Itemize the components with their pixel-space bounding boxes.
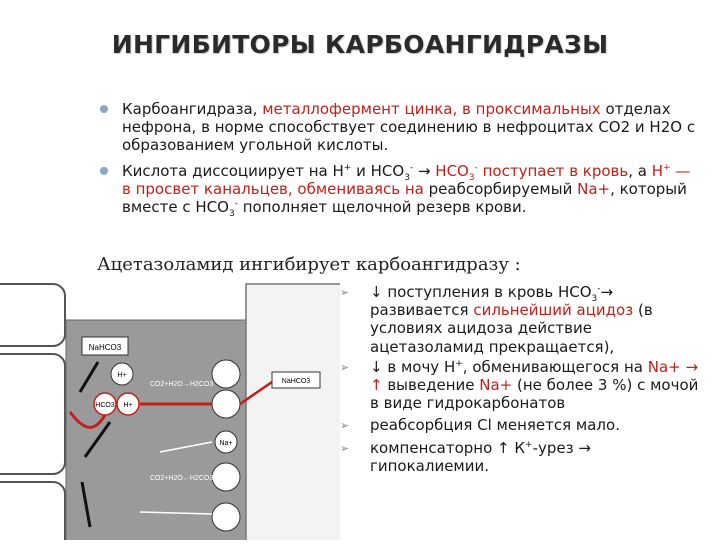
interstitium — [245, 283, 347, 544]
lumen-cell-top — [0, 283, 66, 347]
section-subtitle: Ацетазоламид ингибирует карбоангидразу : — [97, 254, 521, 275]
effect-item-potassium: ➢ компенсаторно ↑ К+-урез → гипокалиемии… — [340, 439, 710, 475]
effect-item-acidosis: ➢ ↓ поступления в кровь НСО3-→ развивает… — [340, 283, 710, 356]
transport-circle-low — [211, 462, 241, 492]
bullet-highlight-text: металлофермент цинка, в проксимальных — [257, 100, 601, 118]
text-segment: пополняет щелочной резерв крови. — [237, 198, 527, 216]
nephron-diagram: NaHCO3 H+ HCO3 H+ Na+ CO2+H2O→H2CO3 CO2+… — [0, 282, 347, 544]
red-arrow-curve — [68, 411, 107, 429]
text-segment: , а — [628, 162, 652, 180]
arrow-bullet-icon: ➢ — [340, 286, 350, 299]
hco3-label: HCO3 — [95, 402, 115, 409]
text-segment: -урез → гипокалиемии. — [370, 438, 591, 475]
text-segment: реабсорбируемый — [423, 180, 578, 198]
text-segment: ↓ в мочу Н — [370, 357, 456, 376]
superscript: - — [474, 163, 478, 173]
highlight-segment: сильнейший ацидоз — [473, 301, 634, 320]
subscript: 3 — [228, 209, 235, 219]
arrow-bullet-icon: ➢ — [340, 441, 350, 455]
text-segment: компенсаторно ↑ К — [370, 438, 526, 457]
superscript: + — [343, 163, 352, 173]
highlight-segment: Nа+ — [479, 376, 513, 395]
bullet-lead-text: Карбоангидраза, — [122, 100, 258, 118]
bullet-body-text: отделах нефрона, в норме способствует со… — [122, 100, 696, 154]
na-circle — [214, 430, 238, 454]
black-arrow-1 — [78, 361, 100, 393]
white-arrow — [139, 511, 213, 515]
text-segment: , который вместе с НСО — [122, 180, 687, 216]
arrow-bullet-icon: ➢ — [340, 360, 350, 374]
highlight-segment: Nа+ — [577, 180, 611, 198]
text-segment: → развивается — [370, 283, 614, 320]
highlight-segment: Н — [651, 162, 664, 180]
subscript: 3 — [591, 294, 598, 304]
text-segment: , обменивающегося на — [462, 357, 648, 376]
effects-list: ➢ ↓ поступления в кровь НСО3-→ развивает… — [340, 283, 710, 475]
text-segment: и НСО — [351, 162, 405, 180]
superscript: + — [663, 163, 671, 173]
black-arrow-2 — [83, 421, 112, 458]
highlight-segment: Nа+ → ↑ — [370, 357, 699, 395]
transport-circle-top — [211, 359, 241, 389]
lumen-cell-middle — [0, 353, 66, 475]
superscript: - — [597, 284, 601, 294]
text-segment: ↓ поступления в кровь НСО — [370, 283, 592, 301]
superscript: - — [234, 199, 238, 209]
text-segment: (не более 3 %) с мочой в виде гидрокарбо… — [370, 376, 699, 413]
text-segment: → — [413, 162, 436, 180]
nephron-diagram-svg: NaHCO3 H+ HCO3 H+ Na+ CO2+H2O→H2CO3 CO2+… — [0, 283, 347, 544]
nahco3-box-right — [271, 371, 321, 389]
transport-circle-bottom — [211, 502, 241, 532]
equation-top: CO2+H2O→H2CO3 — [150, 381, 213, 388]
text-segment: Кислота диссоциирует на Н — [122, 162, 344, 180]
h-label-red: H+ — [123, 402, 132, 409]
white-arrow-2 — [159, 441, 213, 453]
effect-item-hydrogen: ➢ ↓ в мочу Н+, обменивающегося на Nа+ → … — [340, 358, 710, 413]
black-arrow-3 — [80, 481, 92, 528]
intro-bullet-list: Карбоангидраза, металлофермент цинка, в … — [100, 100, 700, 224]
subscript: 3 — [404, 173, 410, 183]
highlight-segment: НСО — [435, 162, 469, 180]
nahco3-label-right: NaHCO3 — [282, 378, 311, 385]
equation-bottom: CO2+H2O←H2CO3 — [150, 475, 213, 482]
bullet-acid-dissociation: Кислота диссоциирует на Н+ и НСО3- → НСО… — [100, 162, 700, 219]
red-arrow-out — [239, 380, 273, 406]
effect-item-chloride: ➢ реабсорбция Сl меняется мало. — [340, 416, 710, 434]
superscript: + — [525, 439, 533, 450]
text-segment: реабсорбция Сl меняется мало. — [370, 416, 620, 435]
transport-circle-mid — [211, 389, 241, 419]
bullet-carbonic-anhydrase: Карбоангидраза, металлофермент цинка, в … — [100, 100, 700, 154]
highlight-segment: поступает в кровь — [477, 162, 629, 180]
na-label: Na+ — [219, 440, 232, 447]
arrow-bullet-icon: ➢ — [340, 419, 350, 433]
h-circle-red — [116, 392, 140, 416]
bullet-dot-icon — [100, 105, 108, 113]
h-ion-label: H+ — [117, 372, 126, 379]
h-ion-circle — [110, 362, 134, 386]
text-segment: выведение — [382, 376, 480, 395]
bullet-dot-icon — [100, 167, 108, 175]
nahco3-box — [81, 336, 129, 356]
superscript: - — [409, 163, 414, 173]
lumen-cell-bottom — [0, 481, 66, 544]
text-segment: (в условиях ацидоза действие ацетазолами… — [370, 301, 653, 356]
superscript: + — [455, 358, 463, 369]
page-title: ИНГИБИТОРЫ КАРБОАНГИДРАЗЫ — [111, 30, 609, 59]
highlight-segment: — в просвет канальцев, обмениваясь на — [122, 162, 691, 198]
subscript: 3 — [468, 173, 475, 183]
nahco3-label: NaHCO3 — [89, 343, 122, 352]
